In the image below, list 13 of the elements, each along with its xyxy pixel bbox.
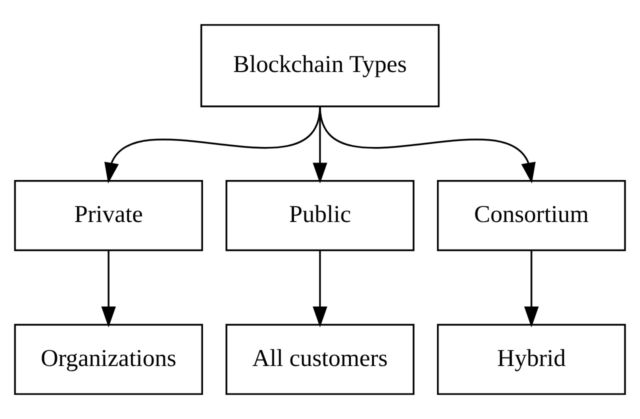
- node-box: Organizations: [14, 324, 204, 395]
- arrow: [312, 250, 328, 328]
- node-box: Private: [14, 180, 204, 252]
- arrow: [319, 106, 536, 184]
- arrow: [312, 106, 328, 184]
- node-box: Consortium: [436, 180, 626, 252]
- arrow: [524, 250, 539, 328]
- node-box: All customers: [226, 324, 414, 395]
- arrow: [104, 106, 321, 184]
- node-box: Blockchain Types: [200, 24, 440, 108]
- arrow: [101, 250, 116, 328]
- node-box: Hybrid: [436, 324, 626, 395]
- node-box: Public: [226, 180, 414, 252]
